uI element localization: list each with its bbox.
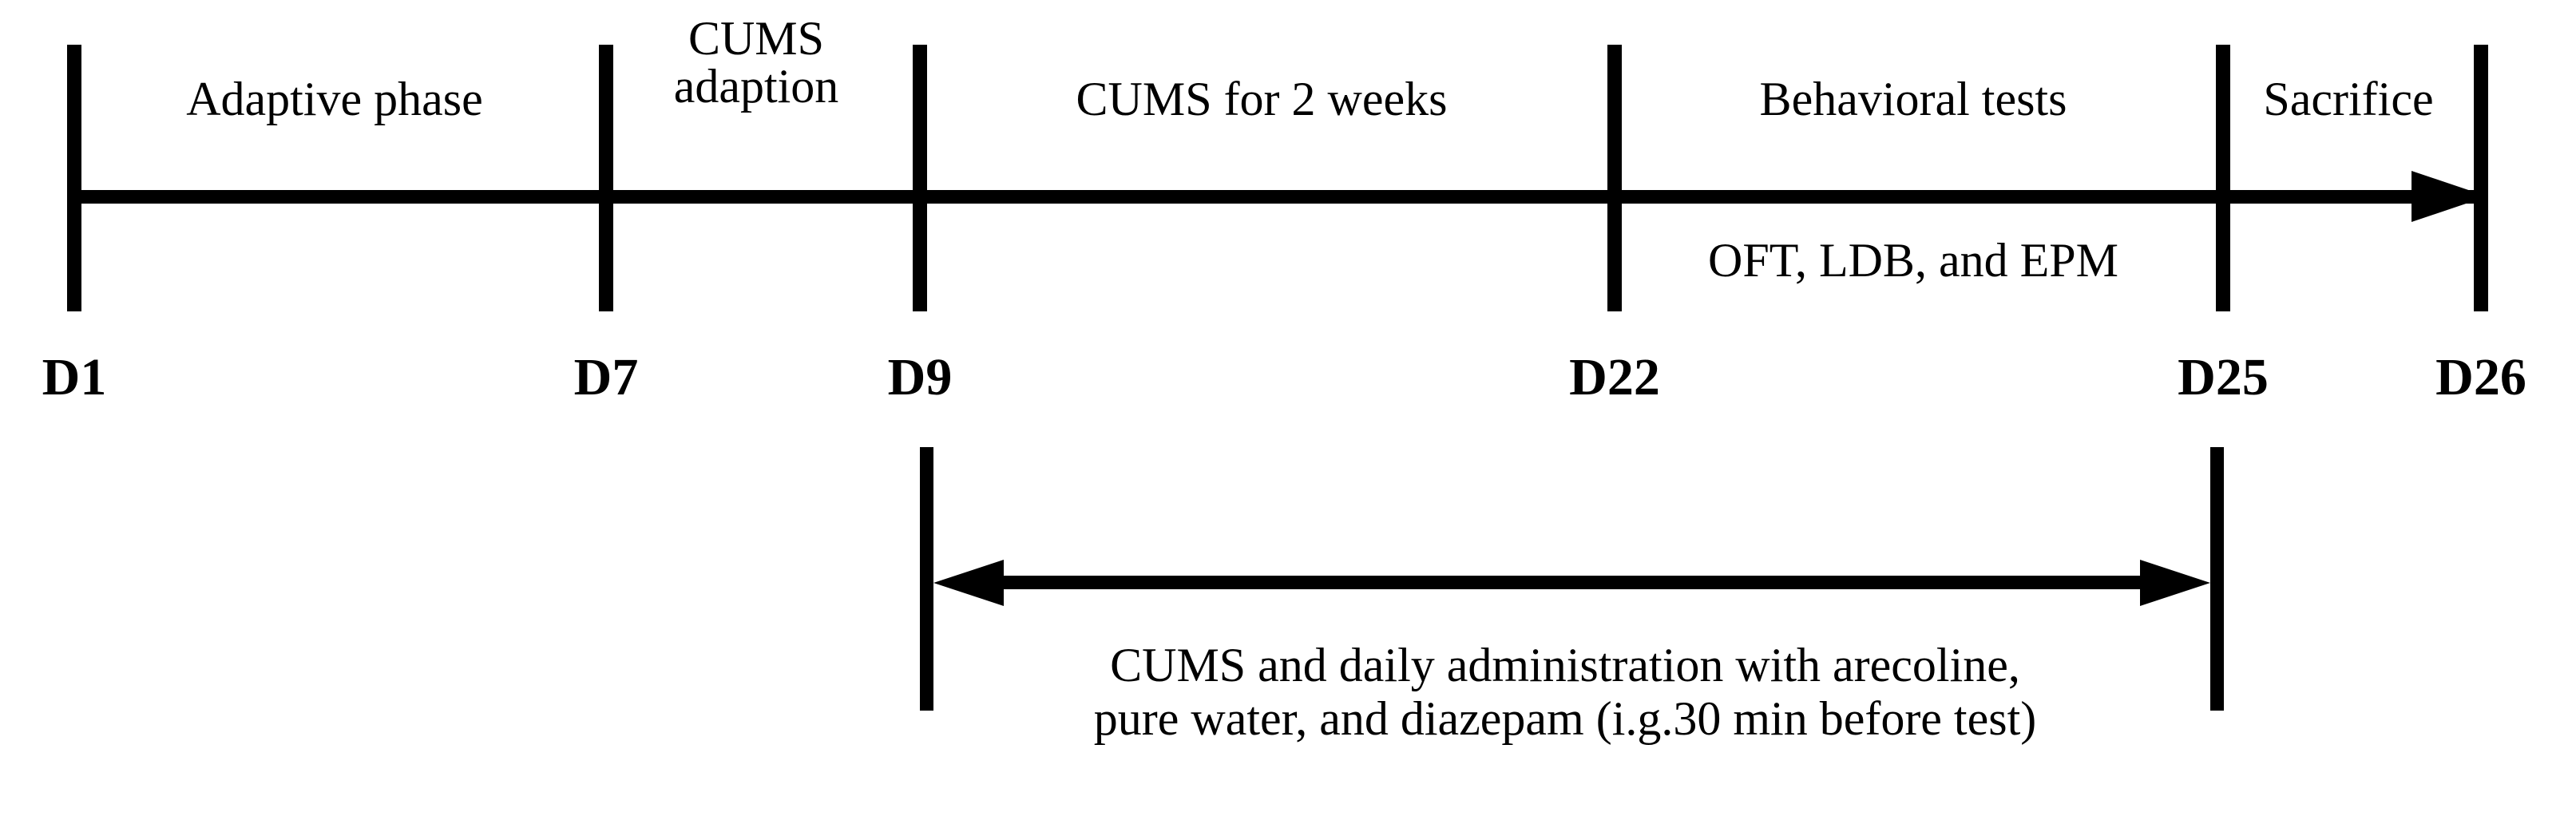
day-marker-d25: D25 — [2095, 351, 2351, 404]
tick-d25 — [2216, 45, 2230, 311]
phase-label-cums-2-weeks: CUMS for 2 weeks — [918, 73, 1605, 125]
day-marker-text: D26 — [2435, 348, 2526, 406]
tick-d9 — [913, 45, 927, 311]
day-marker-d1: D1 — [0, 351, 202, 404]
phase-label-text: Behavioral tests — [1759, 73, 2067, 125]
phase-label-text: Sacrifice — [2263, 73, 2434, 125]
tick-d7 — [599, 45, 613, 311]
treatment-duration-arrowhead-right-icon — [2140, 560, 2210, 606]
treatment-duration-arrow-shaft — [958, 576, 2178, 589]
sub-label-text: OFT, LDB, and EPM — [1708, 234, 2118, 287]
day-marker-text: D1 — [42, 348, 107, 406]
sub-label-behavioral-test-list: OFT, LDB, and EPM — [1613, 233, 2213, 288]
phase-label-text-line1: CUMS — [688, 12, 825, 65]
tick-d1 — [67, 45, 81, 311]
day-marker-d9: D9 — [792, 351, 1048, 404]
treatment-duration-arrowhead-left-icon — [933, 560, 1004, 606]
phase-label-adaptive-phase: Adaptive phase — [72, 73, 597, 125]
day-marker-d26: D26 — [2353, 351, 2576, 404]
bracket-post-start-d9 — [920, 447, 933, 711]
day-marker-text: D7 — [573, 348, 639, 406]
phase-label-sacrifice: Sacrifice — [2225, 73, 2472, 125]
day-marker-text: D22 — [1569, 348, 1660, 406]
day-marker-d7: D7 — [478, 351, 734, 404]
treatment-bracket-caption: CUMS and daily administration with areco… — [886, 639, 2244, 746]
day-marker-text: D9 — [887, 348, 953, 406]
phase-label-text-line2: adaption — [673, 60, 839, 113]
phase-label-cums-adaption: CUMS adaption — [602, 14, 910, 110]
treatment-caption-line1: CUMS and daily administration with areco… — [1110, 639, 2020, 691]
phase-label-behavioral-tests: Behavioral tests — [1613, 73, 2213, 125]
treatment-caption-line2: pure water, and diazepam (i.g.30 min bef… — [1093, 692, 2037, 746]
phase-label-text: CUMS for 2 weeks — [1076, 73, 1448, 125]
tick-d26 — [2474, 45, 2488, 311]
day-marker-d22: D22 — [1487, 351, 1742, 404]
phase-label-text: Adaptive phase — [186, 73, 483, 125]
tick-d22 — [1607, 45, 1622, 311]
day-marker-text: D25 — [2178, 348, 2269, 406]
timeline-axis — [67, 190, 2483, 204]
bracket-post-end-d25 — [2210, 447, 2224, 711]
